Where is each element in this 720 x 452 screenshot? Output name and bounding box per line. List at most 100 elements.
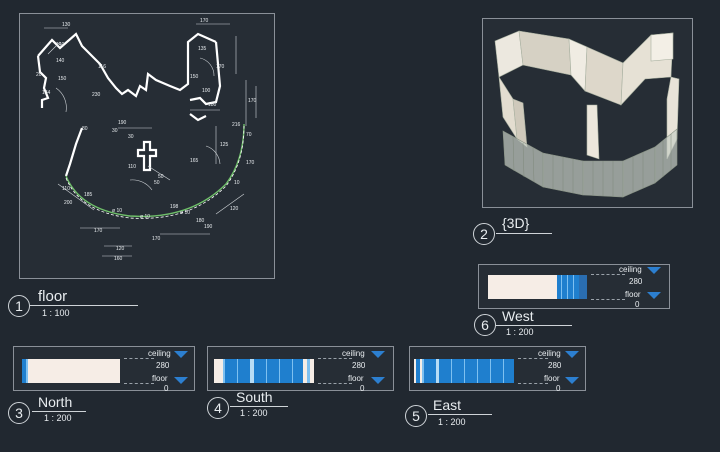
dim-label: 150 [58, 76, 67, 82]
floor-label: floor [348, 374, 364, 383]
dim-label: ø 10 [140, 214, 150, 220]
ceiling-level-line [124, 358, 154, 359]
dim-label: 190 [204, 224, 213, 230]
floor-value: 0 [164, 384, 169, 393]
dim-label: 170 [248, 98, 257, 104]
dim-label: 216 [232, 122, 241, 128]
dim-label: 110 [128, 164, 136, 170]
floor-level-line [591, 299, 625, 300]
view-scale-north: 1 : 200 [44, 413, 72, 423]
ceiling-label: ceiling [619, 265, 642, 274]
floor-level-line [124, 383, 154, 384]
east-elevation-viewport[interactable]: ceiling 280 floor 0 [409, 346, 586, 393]
floor-value: 0 [360, 384, 365, 393]
floor-level-marker[interactable] [371, 377, 385, 384]
floor-label: floor [544, 374, 560, 383]
view-title-underline [30, 305, 138, 306]
view-title-3d: {3D} [502, 215, 530, 231]
ceiling-value: 280 [548, 361, 562, 370]
floor-plan-drawing: 130 170 140 116 140 135 134 180 20 150 1… [36, 18, 257, 262]
dim-label: 116 [98, 64, 106, 70]
ceiling-value: 280 [156, 361, 170, 370]
view-number-south: 4 [207, 397, 229, 419]
dim-label: 190 [118, 120, 127, 126]
north-elevation-viewport[interactable]: ceiling 280 floor 0 [13, 346, 195, 393]
dim-label: 230 [92, 92, 101, 98]
ceiling-label: ceiling [148, 349, 171, 358]
dim-label: 80 [82, 126, 88, 132]
ceiling-label: ceiling [538, 349, 561, 358]
dim-label: 185 [84, 192, 93, 198]
view-number-3d: 2 [473, 223, 495, 245]
dim-label: 100 [202, 88, 211, 94]
dim-label: 30 [112, 128, 118, 134]
west-elevation-strip [488, 275, 587, 299]
view-number-floor: 1 [8, 295, 30, 317]
floor-level-line [318, 383, 352, 384]
dim-label: 165 [190, 158, 199, 164]
view-number-north: 3 [8, 402, 30, 424]
view-scale-south: 1 : 200 [240, 408, 268, 418]
floor-level-marker[interactable] [647, 292, 661, 299]
floor-label: floor [625, 290, 641, 299]
dim-label: 170 [152, 236, 161, 242]
view-title-underline [496, 325, 572, 326]
dim-label: 140 [56, 58, 65, 64]
dim-label: 20 [36, 72, 42, 78]
west-elevation-viewport[interactable]: ceiling 280 floor 0 [478, 264, 670, 309]
dim-label: 50 [158, 174, 164, 180]
dim-label: 160 [114, 256, 123, 262]
ceiling-level-marker[interactable] [174, 351, 188, 358]
floor-plan-viewport[interactable]: 130 170 140 116 140 135 134 180 20 150 1… [19, 13, 275, 279]
view-title-floor: floor [38, 288, 68, 305]
ceiling-value: 280 [629, 277, 643, 286]
ceiling-label: ceiling [342, 349, 365, 358]
ceiling-level-line [318, 358, 352, 359]
floor-level-marker[interactable] [565, 377, 579, 384]
dim-label: 110 [62, 186, 70, 192]
view-title-north: North [38, 394, 73, 410]
dim-label: 10 [234, 180, 240, 186]
view-scale-west: 1 : 200 [506, 327, 534, 337]
dim-label: 120 [230, 206, 239, 212]
south-elevation-viewport[interactable]: ceiling 280 floor 0 [207, 346, 394, 393]
ceiling-level-marker[interactable] [565, 351, 579, 358]
dim-label: 30 [128, 134, 134, 140]
dim-label: 200 [64, 200, 73, 206]
view-scale-east: 1 : 200 [438, 417, 466, 427]
north-elevation-strip [22, 359, 120, 383]
dim-label: 134 [42, 90, 51, 96]
3d-viewport[interactable] [482, 18, 693, 208]
dim-label: 120 [116, 246, 125, 252]
view-number-west: 6 [474, 314, 496, 336]
ceiling-level-line [518, 358, 548, 359]
view-title-underline [230, 406, 288, 407]
ceiling-level-marker[interactable] [371, 351, 385, 358]
ceiling-level-line [591, 274, 625, 275]
dim-label: 140 [56, 42, 65, 48]
dim-label: 170 [94, 228, 103, 234]
view-title-underline [496, 233, 552, 234]
floor-level-line [518, 383, 548, 384]
ceiling-level-marker[interactable] [647, 267, 661, 274]
view-number-east: 5 [405, 405, 427, 427]
east-elevation-strip [414, 359, 514, 383]
view-title-west: West [502, 308, 534, 324]
dim-label: 135 [198, 46, 207, 52]
floor-level-marker[interactable] [174, 377, 188, 384]
dim-label: ø 10 [112, 208, 122, 214]
dim-label: 150 [190, 74, 199, 80]
floor-value: 0 [635, 300, 640, 309]
dim-label: 125 [220, 142, 229, 148]
dim-label: 180 [208, 102, 217, 108]
floor-label: floor [152, 374, 168, 383]
view-scale-floor: 1 : 100 [42, 308, 70, 318]
south-elevation-strip [214, 359, 314, 383]
view-title-underline [428, 414, 492, 415]
dim-label: 198 [170, 204, 179, 210]
dim-label: 70 [246, 132, 252, 138]
ceiling-value: 280 [352, 361, 366, 370]
dim-label: 170 [246, 160, 255, 166]
dim-label: 170 [200, 18, 209, 24]
view-title-east: East [433, 397, 462, 413]
